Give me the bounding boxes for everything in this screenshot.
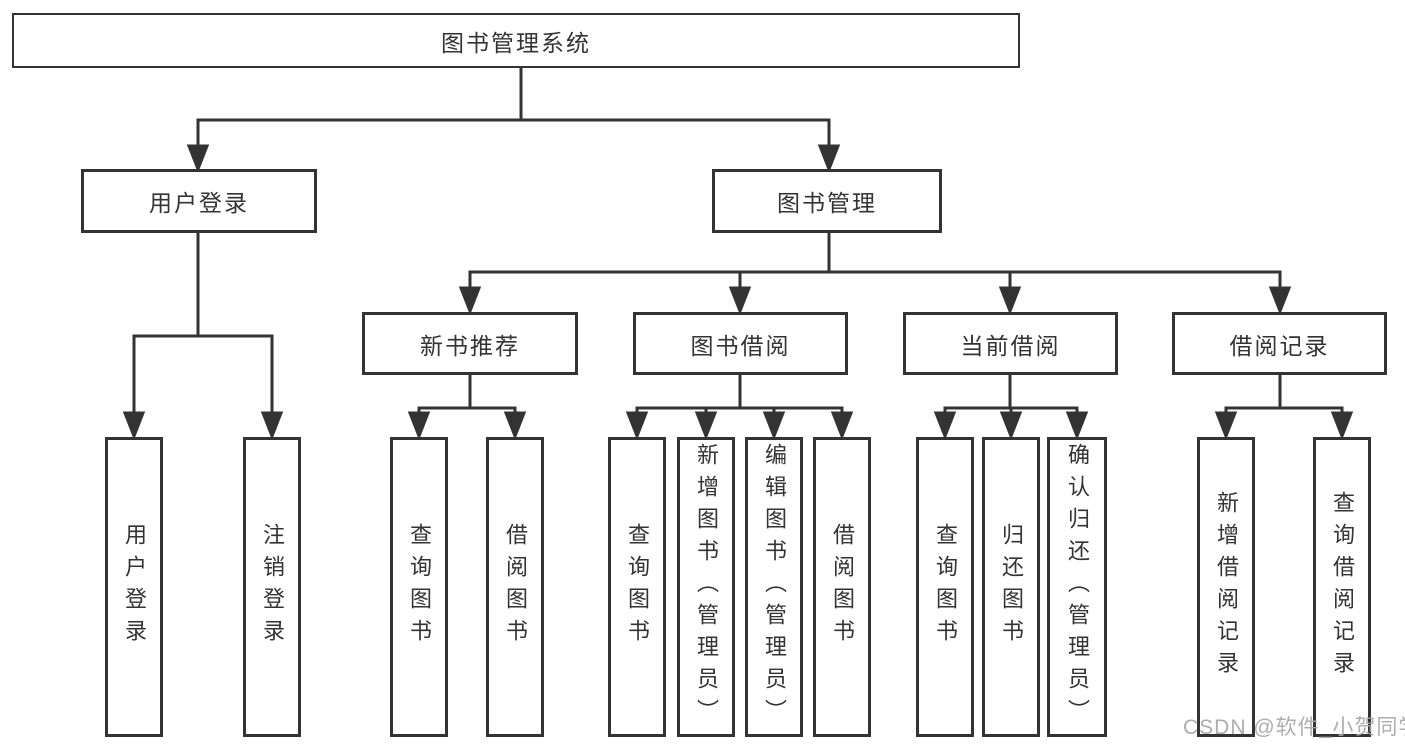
connector-current-borrow-children bbox=[943, 373, 1079, 410]
node-library-system-label: 图书管理系统 bbox=[441, 29, 591, 56]
arrow-to-leaf-user-login bbox=[122, 336, 146, 441]
node-book-borrowing-label: 图书借阅 bbox=[690, 332, 791, 359]
arrow-to-leaf-newbook-search bbox=[407, 408, 431, 441]
arrow-to-user-login bbox=[186, 120, 210, 174]
arrow-to-leaf-current-return bbox=[999, 408, 1023, 441]
leaf-logout: 注销登录 bbox=[243, 437, 301, 737]
leaf-logout-label: 注销登录 bbox=[260, 523, 285, 651]
leaf-user-login: 用户登录 bbox=[105, 437, 163, 737]
csdn-watermark: CSDN @软件_小贺同学 bbox=[1183, 716, 1405, 739]
leaf-current-confirm-return-admin: 确认归还（管理员） bbox=[1047, 437, 1107, 737]
leaf-current-confirm-return-admin-label: 确认归还（管理员） bbox=[1065, 443, 1090, 731]
node-borrowing-records: 借阅记录 bbox=[1172, 312, 1387, 375]
leaf-borrow-edit-books-admin: 编辑图书（管理员） bbox=[745, 437, 803, 737]
arrowheads bbox=[122, 120, 1354, 441]
arrow-to-leaf-logout bbox=[260, 336, 284, 441]
connector-book-management-children bbox=[468, 231, 1282, 274]
leaf-current-search-books-label: 查询图书 bbox=[933, 523, 958, 651]
leaf-user-login-label: 用户登录 bbox=[122, 523, 147, 651]
arrow-to-leaf-records-search bbox=[1330, 408, 1354, 441]
arrow-to-leaf-borrow-search bbox=[625, 408, 649, 441]
leaf-newbook-search-books: 查询图书 bbox=[390, 437, 448, 737]
arrow-to-records bbox=[1268, 272, 1292, 316]
leaf-current-return-books-label: 归还图书 bbox=[999, 523, 1024, 651]
leaf-records-add-borrow-record: 新增借阅记录 bbox=[1197, 437, 1255, 737]
arrow-to-leaf-borrow-borrow bbox=[830, 408, 854, 441]
leaf-records-search-borrow-record-label: 查询借阅记录 bbox=[1330, 491, 1355, 683]
arrow-to-leaf-current-confirm bbox=[1065, 408, 1089, 441]
arrow-to-leaf-newbook-borrow bbox=[503, 408, 527, 441]
connector-records-children bbox=[1224, 373, 1344, 410]
leaf-current-search-books: 查询图书 bbox=[916, 437, 974, 737]
leaf-records-add-borrow-record-label: 新增借阅记录 bbox=[1214, 491, 1239, 683]
arrow-to-leaf-records-add bbox=[1214, 408, 1238, 441]
leaf-borrow-borrow-books-label: 借阅图书 bbox=[830, 523, 855, 651]
node-borrowing-records-label: 借阅记录 bbox=[1229, 332, 1330, 359]
node-book-management: 图书管理 bbox=[712, 169, 942, 233]
arrow-to-leaf-borrow-edit bbox=[762, 408, 786, 441]
node-book-borrowing: 图书借阅 bbox=[633, 312, 848, 375]
leaf-newbook-search-books-label: 查询图书 bbox=[407, 523, 432, 651]
arrow-to-book-management bbox=[817, 120, 841, 174]
leaf-borrow-edit-books-admin-label: 编辑图书（管理员） bbox=[762, 443, 787, 731]
leaf-borrow-search-books-label: 查询图书 bbox=[625, 523, 650, 651]
leaf-current-return-books: 归还图书 bbox=[982, 437, 1040, 737]
node-library-system: 图书管理系统 bbox=[12, 13, 1020, 68]
connector-new-book-children bbox=[417, 373, 517, 410]
node-new-book-recommendation-label: 新书推荐 bbox=[420, 332, 520, 359]
leaf-borrow-borrow-books: 借阅图书 bbox=[813, 437, 871, 737]
arrow-to-new-book bbox=[458, 272, 482, 316]
leaf-newbook-borrow-books: 借阅图书 bbox=[486, 437, 544, 737]
node-user-login: 用户登录 bbox=[81, 169, 317, 233]
node-current-borrowing-label: 当前借阅 bbox=[960, 332, 1061, 359]
leaf-borrow-search-books: 查询图书 bbox=[608, 437, 666, 737]
connector-root-to-level2 bbox=[196, 66, 831, 122]
arrow-to-leaf-current-search bbox=[933, 408, 957, 441]
arrow-to-current-borrow bbox=[998, 272, 1022, 316]
connector-user-login-children bbox=[132, 231, 274, 338]
leaf-newbook-borrow-books-label: 借阅图书 bbox=[503, 523, 528, 651]
leaf-borrow-add-books-admin-label: 新增图书（管理员） bbox=[694, 443, 719, 731]
connector-book-borrow-children bbox=[635, 373, 844, 410]
arrow-to-leaf-borrow-add bbox=[694, 408, 718, 441]
node-new-book-recommendation: 新书推荐 bbox=[362, 312, 578, 375]
node-current-borrowing: 当前借阅 bbox=[903, 312, 1118, 375]
arrow-to-book-borrow bbox=[728, 272, 752, 316]
leaf-records-search-borrow-record: 查询借阅记录 bbox=[1313, 437, 1371, 737]
node-user-login-label: 用户登录 bbox=[149, 190, 249, 216]
node-book-management-label: 图书管理 bbox=[777, 190, 877, 216]
leaf-borrow-add-books-admin: 新增图书（管理员） bbox=[677, 437, 735, 737]
